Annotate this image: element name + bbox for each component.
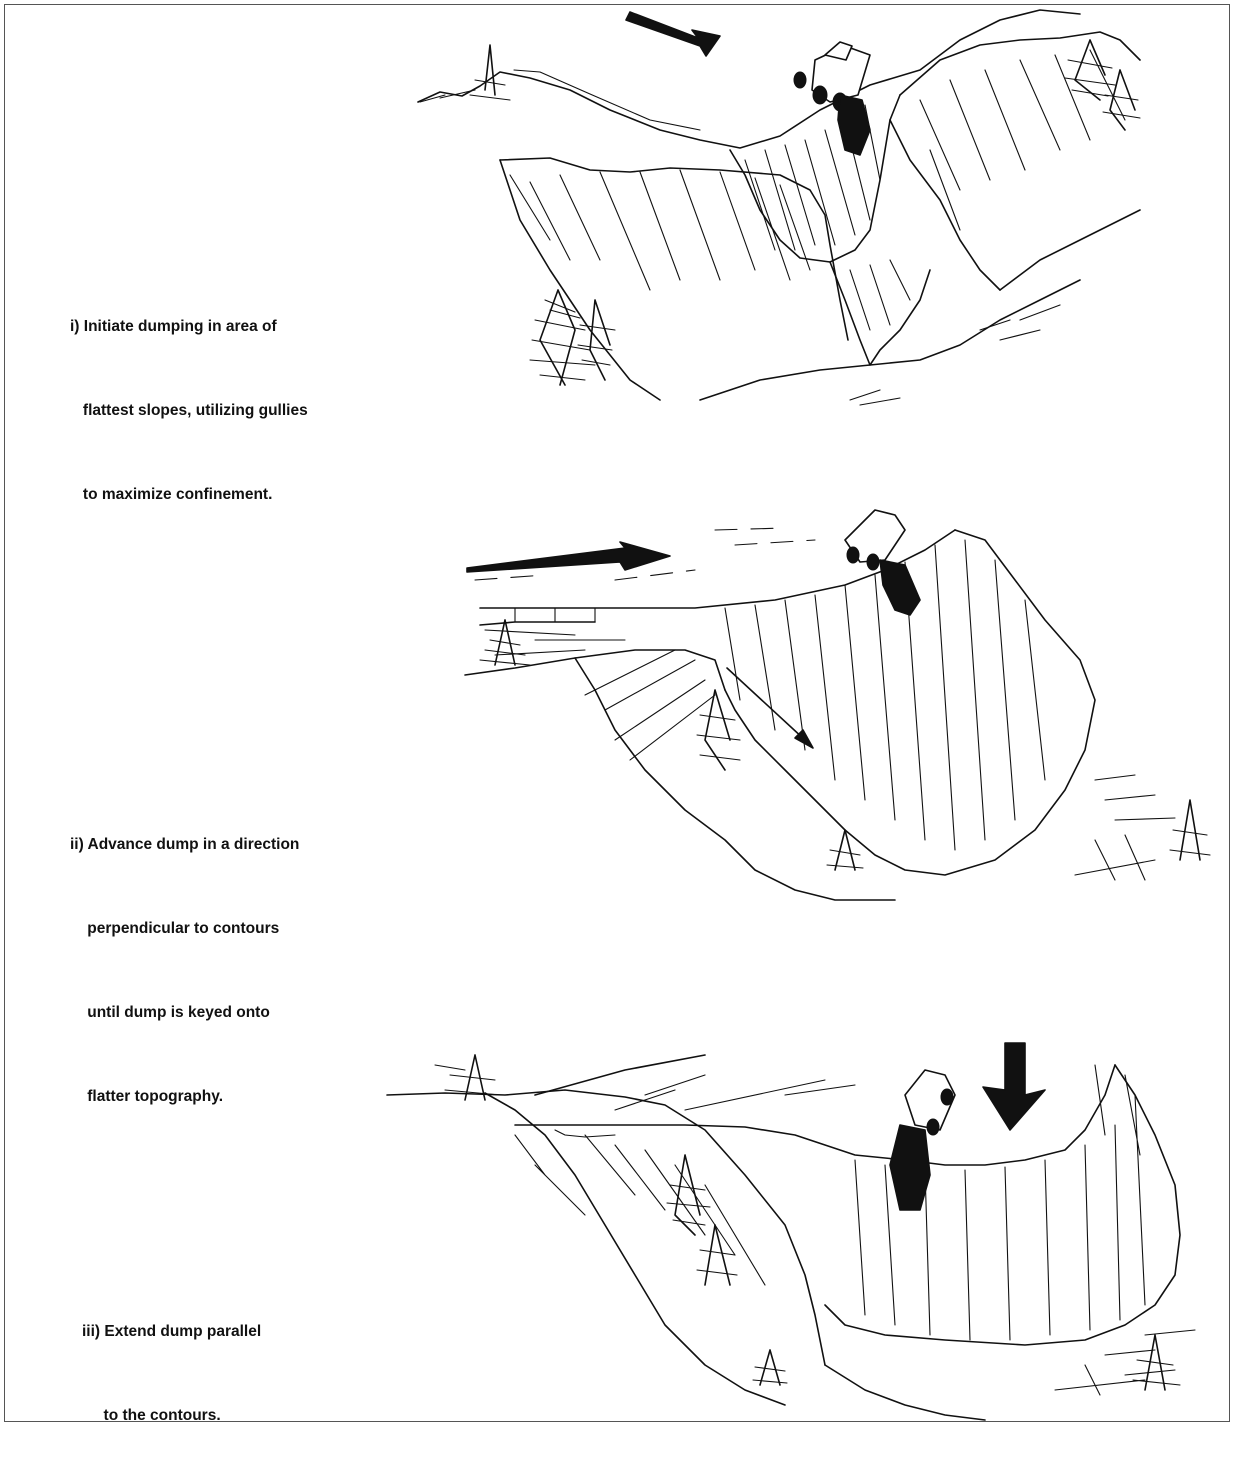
push-direction-arrow-icon [626,12,720,56]
conifer-tree-icon [753,1350,787,1385]
push-direction-arrow-icon [983,1043,1045,1130]
conifer-tree-icon [1075,800,1210,880]
step-1-line-3: to maximize confinement. [70,481,308,509]
step-2-illustration [455,500,1225,920]
conifer-tree-icon [1055,1335,1180,1395]
step-2-caption: ii) Advance dump in a direction perpendi… [70,775,299,1139]
step-1-line-2: flattest slopes, utilizing gullies [70,397,308,425]
step-2-line-1: ii) Advance dump in a direction [70,831,299,859]
step-2-line-2: perpendicular to contours [70,915,299,943]
dump-truck-icon [845,510,920,615]
conifer-tree-icon [1065,40,1140,130]
dump-truck-icon [890,1070,955,1210]
dump-truck-icon [794,42,870,155]
advance-direction-arrow-icon [727,668,813,748]
conifer-tree-icon [480,620,530,665]
step-3-line-1: iii) Extend dump parallel [82,1318,261,1346]
step-2-line-3: until dump is keyed onto [70,999,299,1027]
step-2-line-4: flatter topography. [70,1083,299,1111]
step-3-caption: iii) Extend dump parallel to the contour… [82,1262,261,1458]
step-3-illustration [385,1035,1230,1430]
step-3-line-2: to the contours. [82,1402,261,1430]
push-direction-arrow-icon [467,542,670,572]
step-1-line-1: i) Initiate dumping in area of [70,313,308,341]
step-1-caption: i) Initiate dumping in area of flattest … [70,257,308,537]
step-1-illustration [400,0,1160,420]
